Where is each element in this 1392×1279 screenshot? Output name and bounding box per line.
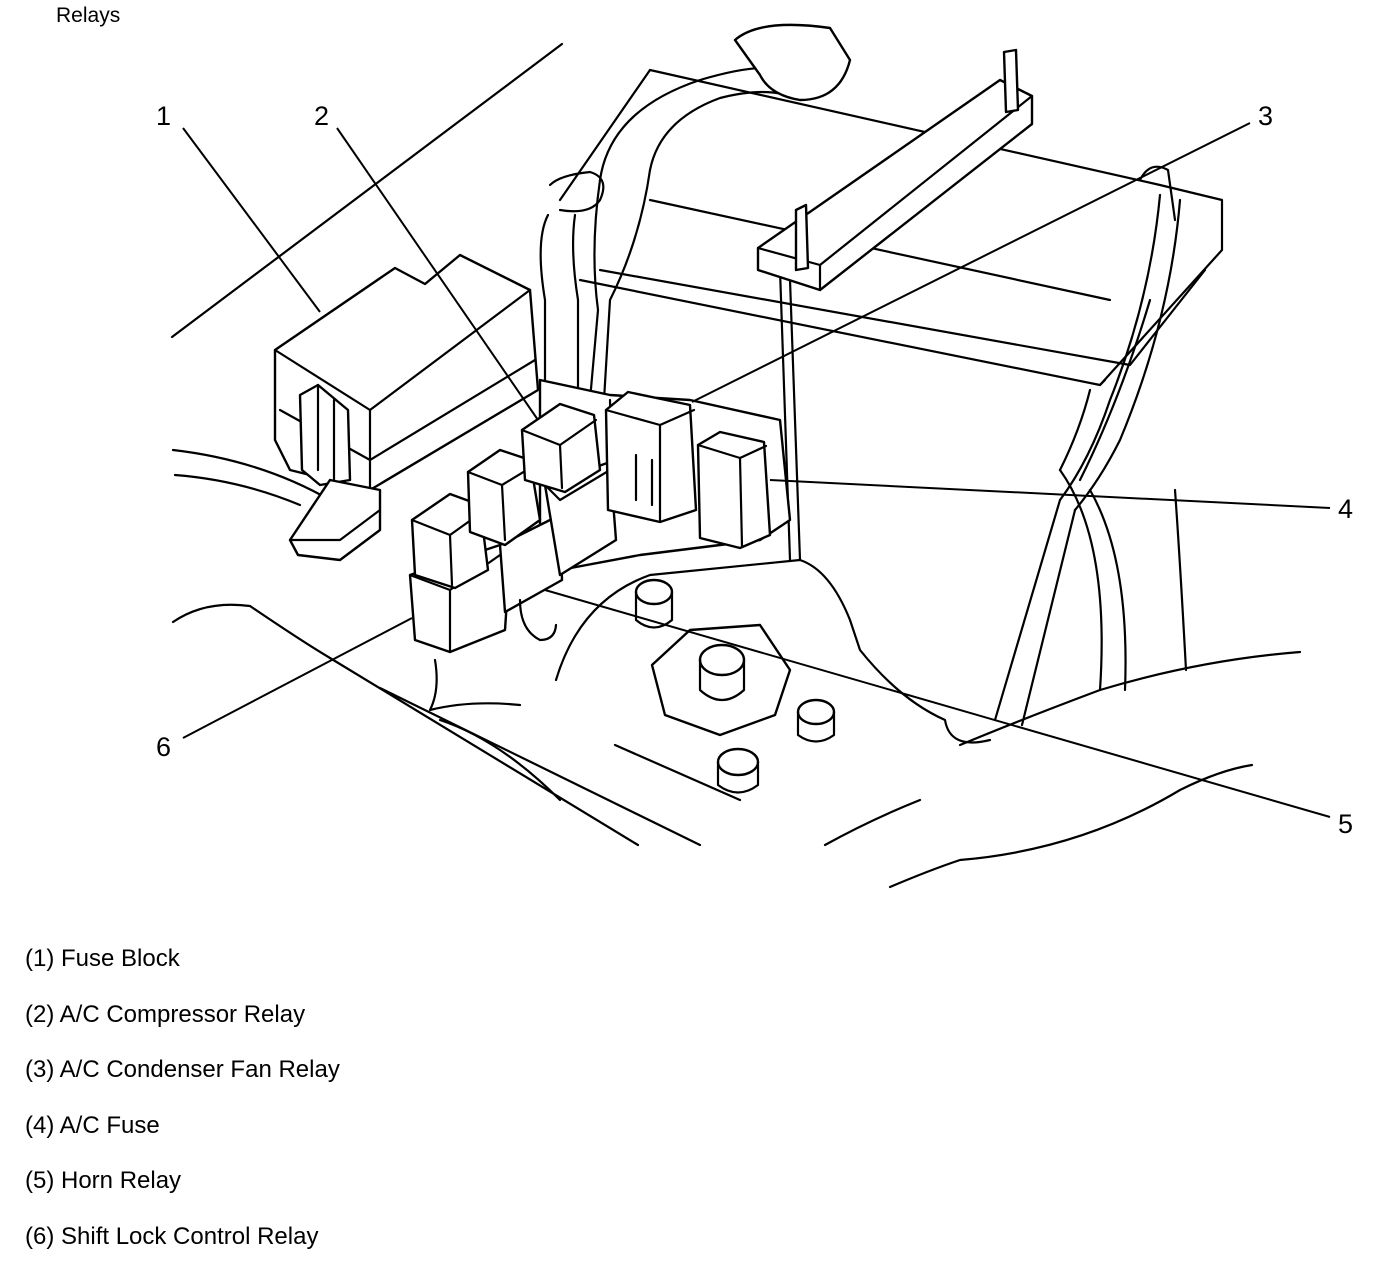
callout-6: 6 <box>156 732 171 762</box>
relay-cluster <box>408 378 792 712</box>
battery-cables <box>993 165 1182 727</box>
legend-item: (4) A/C Fuse <box>25 1111 160 1139</box>
callout-leaders <box>182 122 1331 818</box>
page-title: Relays <box>56 4 121 27</box>
wiring-harness <box>539 23 852 402</box>
leader-1 <box>182 127 321 313</box>
leader-2 <box>336 127 539 421</box>
callout-1: 1 <box>156 101 171 131</box>
legend-item: (1) Fuse Block <box>25 945 180 972</box>
callout-4: 4 <box>1338 494 1353 524</box>
battery <box>558 68 1224 562</box>
leader-5 <box>544 589 1331 818</box>
fuse-block <box>273 253 540 562</box>
callout-5: 5 <box>1338 809 1353 839</box>
legend-item: (3) A/C Condenser Fan Relay <box>25 1056 340 1084</box>
leader-6 <box>182 617 413 739</box>
legend-list: (1) Fuse Block (2) A/C Compressor Relay … <box>25 945 340 1279</box>
engine-mounting <box>554 558 992 802</box>
callout-3: 3 <box>1258 101 1273 131</box>
callout-numbers: 1 2 3 4 5 6 <box>156 101 1353 839</box>
leader-3 <box>691 122 1251 403</box>
battery-hold-down <box>756 48 1034 292</box>
callout-2: 2 <box>314 101 329 131</box>
relay-location-diagram: 1 2 3 4 5 6 <box>156 23 1353 889</box>
leader-4 <box>769 479 1331 509</box>
legend-item: (2) A/C Compressor Relay <box>25 1000 306 1028</box>
legend-item: (5) Horn Relay <box>25 1167 182 1195</box>
legend-item: (6) Shift Lock Control Relay <box>25 1222 319 1250</box>
